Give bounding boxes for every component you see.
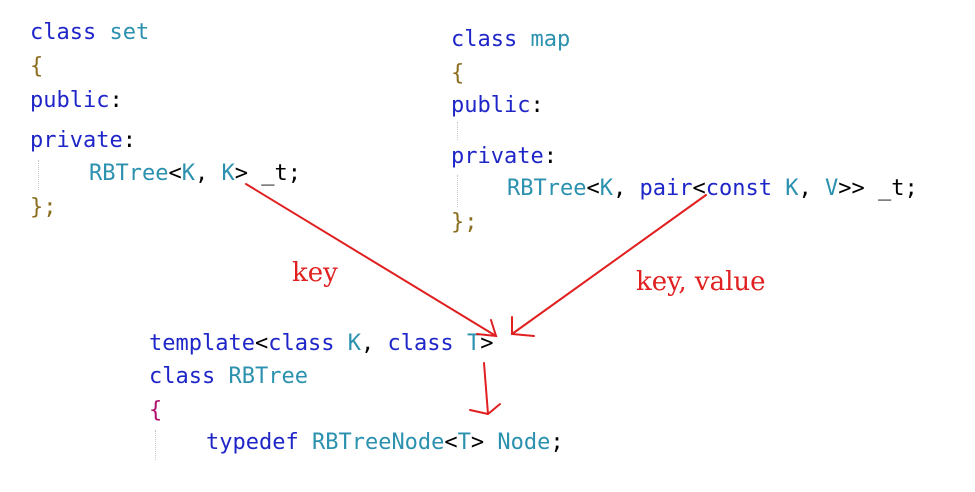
rbtreenode-type: RBTreeNode (311, 430, 445, 455)
template-keyword: template (149, 331, 255, 356)
private-keyword: private (451, 144, 544, 169)
class-keyword: class (149, 364, 216, 389)
open-brace: { (30, 54, 44, 79)
template-arg-k: K (599, 176, 613, 201)
map-member-declaration: RBTree<K, pair<const K, V>> _t; (507, 176, 918, 201)
const-keyword: const (705, 176, 772, 201)
arrow-map-to-t (511, 194, 707, 335)
indent-guide (457, 122, 458, 140)
public-specifier: public: (451, 93, 544, 118)
class-keyword: class (268, 331, 335, 356)
template-arg-k: K (181, 161, 195, 186)
arrow-t-to-node (483, 362, 489, 415)
set-class-name: set (109, 20, 150, 45)
map-class-name: map (530, 27, 571, 52)
set-class-header: class set (30, 19, 149, 47)
member-variable: _t; (877, 176, 918, 201)
indent-guide (155, 430, 156, 460)
map-annotation-label: key, value (636, 267, 766, 297)
set-annotation-label: key (292, 258, 338, 288)
arrow-head (476, 319, 498, 338)
map-class-header: class map (451, 26, 570, 54)
private-specifier: private: (30, 128, 136, 153)
typedef-keyword: typedef (206, 430, 299, 455)
template-param-t: T (466, 331, 481, 356)
template-param-k: K (347, 331, 361, 356)
public-keyword: public (30, 88, 110, 113)
template-arg-t: T (457, 430, 471, 455)
public-specifier: public: (30, 88, 123, 113)
set-member-declaration: RBTree<K, K> _t; (89, 161, 301, 186)
rbtree-class-header: class RBTree (149, 363, 308, 391)
template-arg-k: K (785, 176, 799, 201)
open-brace: { (149, 398, 163, 423)
pair-type: pair (639, 176, 693, 201)
indent-guide (457, 175, 458, 207)
open-brace: { (451, 61, 465, 86)
close-brace: }; (451, 210, 478, 235)
arrow-head (469, 403, 501, 416)
arrow-head (511, 316, 535, 337)
public-keyword: public (451, 93, 531, 118)
typedef-line: typedef RBTreeNode<T> Node; (206, 430, 564, 455)
rbtree-type: RBTree (507, 176, 587, 201)
close-brace: }; (30, 195, 57, 220)
rbtree-class-name: RBTree (228, 364, 308, 389)
template-arg-k: K (221, 161, 235, 186)
private-keyword: private (30, 128, 123, 153)
template-declaration: template<class K, class T> (149, 331, 494, 356)
class-keyword: class (387, 331, 454, 356)
member-variable: _t; (261, 161, 301, 186)
class-keyword: class (451, 27, 518, 52)
arrow-set-to-t (245, 183, 497, 337)
class-keyword: class (30, 20, 97, 45)
indent-guide (38, 160, 39, 190)
template-arg-v: V (824, 176, 839, 201)
rbtree-type: RBTree (89, 161, 169, 186)
private-specifier: private: (451, 144, 557, 169)
node-alias: Node (497, 430, 551, 455)
